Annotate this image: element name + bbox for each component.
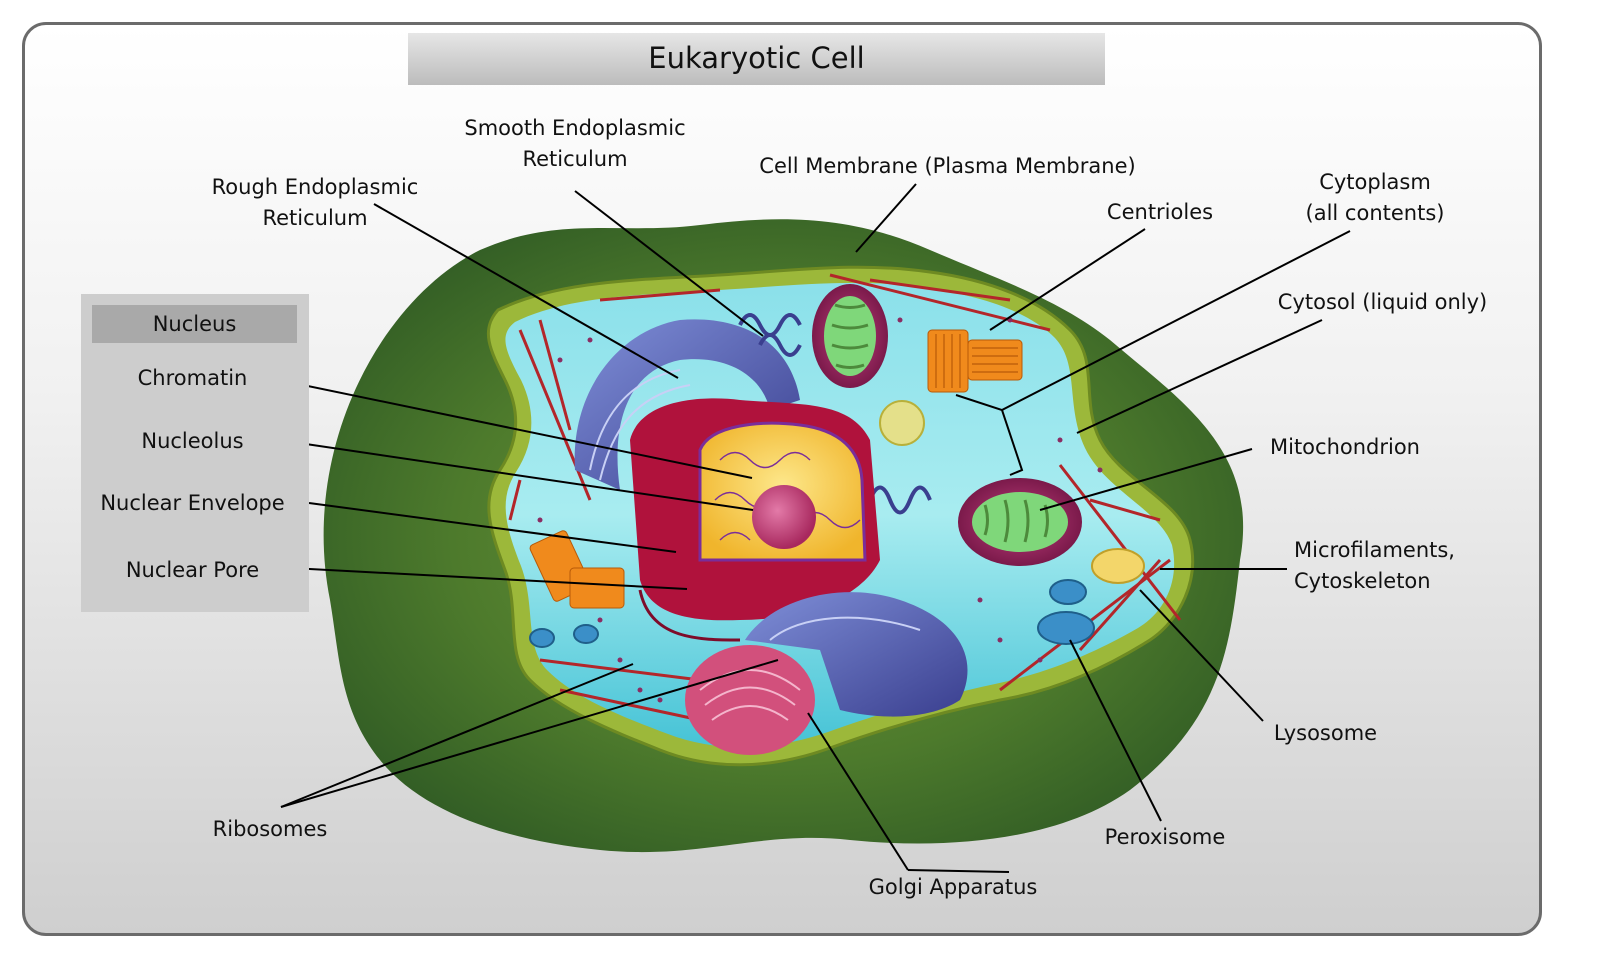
label-cytoplasm-line2: (all contents) xyxy=(1305,201,1445,225)
label-chromatin: Chromatin xyxy=(137,366,248,390)
mitochondrion-upper xyxy=(812,284,888,388)
mitochondrion-lower xyxy=(958,478,1082,566)
leader-lines xyxy=(271,183,1351,873)
label-rough-er: Rough Endoplasmic Reticulum xyxy=(195,172,435,234)
label-peroxisome: Peroxisome xyxy=(1104,825,1226,849)
smooth-er xyxy=(738,313,932,515)
label-nuclear-pore: Nuclear Pore xyxy=(125,558,260,582)
peroxisome-vesicles xyxy=(529,579,1095,648)
label-rough-er-line1: Rough Endoplasmic xyxy=(211,175,419,199)
label-cytoplasm-line1: Cytoplasm xyxy=(1319,170,1431,194)
nucleolus xyxy=(752,485,816,549)
label-cell-membrane: Cell Membrane (Plasma Membrane) xyxy=(759,154,1136,178)
label-centrioles: Centrioles xyxy=(1106,200,1214,224)
nucleus-legend-heading: Nucleus xyxy=(92,305,297,343)
label-golgi-apparatus: Golgi Apparatus xyxy=(868,875,1038,899)
label-cytosol: Cytosol (liquid only) xyxy=(1277,290,1488,314)
label-ribosomes: Ribosomes xyxy=(212,817,328,841)
label-microfilaments-line2: Cytoskeleton xyxy=(1294,569,1431,593)
lysosome-vesicle xyxy=(1091,548,1145,584)
title-bar: Eukaryotic Cell xyxy=(408,33,1105,85)
golgi-apparatus xyxy=(685,645,815,755)
diagram-title: Eukaryotic Cell xyxy=(648,41,865,75)
label-smooth-er-line1: Smooth Endoplasmic xyxy=(464,116,686,140)
nucleus-heading-text: Nucleus xyxy=(152,312,237,336)
label-mitochondrion: Mitochondrion xyxy=(1269,435,1420,459)
peroxisome-small xyxy=(879,400,925,446)
label-cytoplasm: Cytoplasm (all contents) xyxy=(1295,167,1455,229)
label-microfilaments-line1: Microfilaments, xyxy=(1294,538,1455,562)
microfilaments xyxy=(508,273,1182,722)
rough-er xyxy=(574,319,800,490)
label-smooth-er: Smooth Endoplasmic Reticulum xyxy=(440,113,710,175)
nucleus-legend-box xyxy=(81,294,309,612)
label-nucleolus: Nucleolus xyxy=(141,429,244,453)
label-smooth-er-line2: Reticulum xyxy=(522,147,628,171)
label-nuclear-envelope: Nuclear Envelope xyxy=(100,491,285,515)
centrioles xyxy=(927,329,1023,393)
label-lysosome: Lysosome xyxy=(1273,721,1378,745)
label-rough-er-line2: Reticulum xyxy=(262,206,368,230)
label-microfilaments: Microfilaments, Cytoskeleton xyxy=(1294,535,1464,597)
